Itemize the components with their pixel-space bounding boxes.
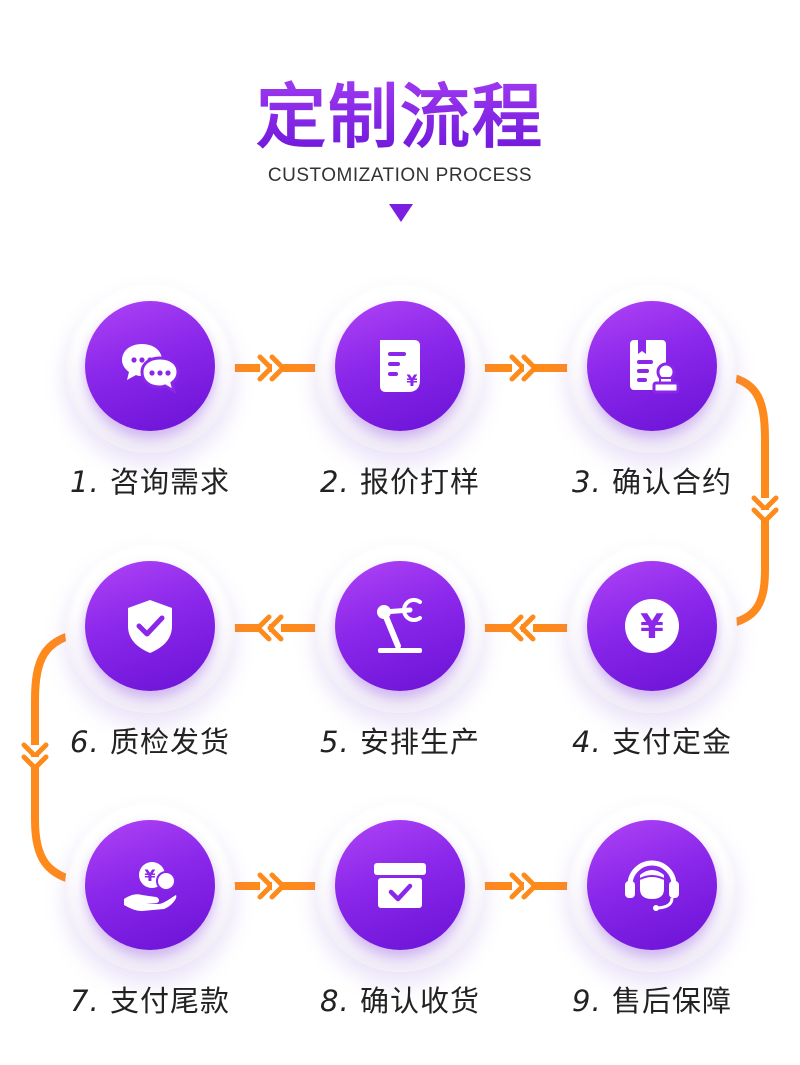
chevron-right-icon: [257, 354, 286, 382]
chevron-left-icon: [507, 614, 536, 642]
step-label: 1. 咨询需求: [70, 465, 230, 499]
contract-stamp-icon: [630, 340, 680, 394]
yen-coin-icon: ¥: [625, 599, 679, 653]
step-label: 4. 支付定金: [572, 725, 732, 759]
chevron-left-icon: [255, 614, 284, 642]
chat-bubbles-icon: [122, 344, 180, 394]
step-label: 6. 质检发货: [70, 725, 230, 759]
chevron-down-icon: [751, 495, 779, 524]
quote-document-yen-icon: ¥: [380, 340, 420, 392]
page-subtitle: CUSTOMIZATION PROCESS: [267, 165, 533, 186]
step-label: 3. 确认合约: [572, 465, 732, 499]
step-label: 2. 报价打样: [320, 465, 480, 499]
chevron-right-icon: [509, 354, 538, 382]
customer-service-headset-icon: [625, 860, 679, 911]
robot-arm-icon: [377, 598, 422, 653]
step-label: 7. 支付尾款: [70, 984, 230, 1018]
step-label: 5. 安排生产: [320, 725, 480, 759]
triangle-down-icon: [389, 204, 413, 222]
page-title: 定制流程: [0, 72, 800, 162]
step-label: 8. 确认收货: [320, 984, 480, 1018]
chevron-down-icon: [21, 742, 49, 771]
svg-text:¥: ¥: [640, 607, 664, 647]
step-label: 9. 售后保障: [572, 984, 732, 1018]
chevron-right-icon: [257, 872, 286, 900]
chevron-right-icon: [509, 872, 538, 900]
shield-check-icon: [128, 600, 172, 653]
svg-text:¥: ¥: [406, 371, 417, 390]
package-check-icon: [374, 863, 426, 908]
svg-text:¥: ¥: [144, 866, 155, 885]
hand-coins-icon: ¥: [124, 862, 177, 911]
